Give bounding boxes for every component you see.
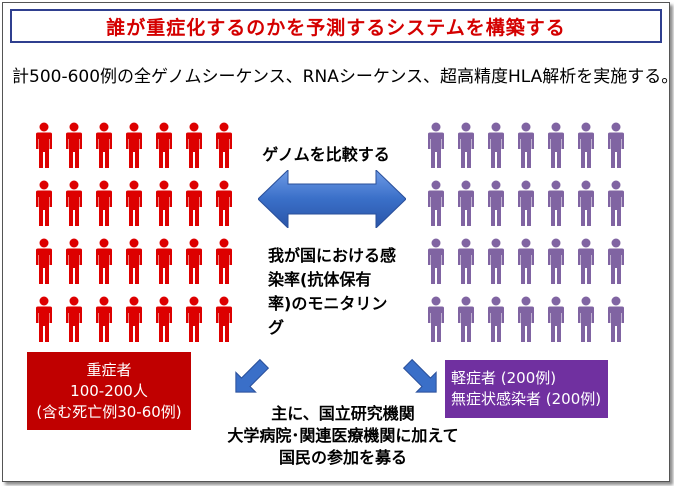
- person-icon: [126, 238, 142, 284]
- person-icon: [126, 122, 142, 168]
- recruitment-label: 主に、国立研究機関 大学病院･関連医療機関に加えて 国民の参加を募る: [198, 403, 488, 469]
- person-icon: [66, 122, 82, 168]
- subtitle: 計500-600例の全ゲノムシーケンス、RNAシーケンス、超高精度HLA解析を実…: [12, 67, 674, 87]
- severe-line: 重症者: [86, 360, 132, 379]
- person-icon: [548, 180, 564, 226]
- person-icon: [578, 238, 594, 284]
- mild-line: 軽症者 (200例): [451, 369, 557, 387]
- person-icon: [126, 296, 142, 342]
- person-icon: [156, 180, 172, 226]
- monitoring-line: 我が国における感: [268, 246, 397, 265]
- recruit-line: 主に、国立研究機関: [271, 404, 415, 423]
- person-icon: [36, 296, 52, 342]
- mild-patients-box: 軽症者 (200例) 無症状感染者 (200例): [445, 360, 608, 418]
- severe-person-icons: [36, 122, 232, 342]
- monitoring-line: 率)のモニタリング: [268, 294, 388, 337]
- person-icon: [518, 180, 534, 226]
- compare-genome-label: ゲノムを比較する: [262, 145, 390, 164]
- person-icon: [216, 122, 232, 168]
- recruit-line: 国民の参加を募る: [278, 448, 407, 467]
- severe-line: 100-200人: [70, 381, 148, 400]
- person-icon: [548, 238, 564, 284]
- person-icon: [488, 296, 504, 342]
- person-icon: [578, 122, 594, 168]
- person-icon: [458, 122, 474, 168]
- title-box: 誰が重症化するのかを予測するシステムを構築する: [10, 9, 662, 43]
- recruit-line: 大学病院･関連医療機関に加えて: [227, 426, 459, 445]
- person-icon: [216, 238, 232, 284]
- person-icon: [66, 296, 82, 342]
- person-icon: [186, 238, 202, 284]
- person-icon: [96, 296, 112, 342]
- person-icon: [216, 296, 232, 342]
- person-icon: [518, 238, 534, 284]
- person-icon: [186, 122, 202, 168]
- person-icon: [156, 238, 172, 284]
- person-icon: [216, 180, 232, 226]
- person-icon: [608, 122, 624, 168]
- severe-line: (含む死亡例30-60例): [36, 402, 182, 421]
- mild-patients-group: [422, 120, 642, 350]
- person-icon: [186, 296, 202, 342]
- person-icon: [578, 180, 594, 226]
- person-icon: [156, 122, 172, 168]
- person-icon: [428, 180, 444, 226]
- arrow-up-right-icon: [394, 350, 450, 410]
- person-icon: [156, 296, 172, 342]
- monitoring-label: 我が国における感 染率(抗体保有 率)のモニタリング: [268, 244, 398, 340]
- severe-patients-box: 重症者 100-200人 (含む死亡例30-60例): [27, 352, 191, 430]
- person-icon: [96, 238, 112, 284]
- person-icon: [608, 296, 624, 342]
- person-icon: [578, 296, 594, 342]
- person-icon: [36, 180, 52, 226]
- person-icon: [66, 180, 82, 226]
- severe-patients-group: [30, 120, 250, 350]
- person-icon: [488, 238, 504, 284]
- double-arrow-icon: [257, 168, 407, 232]
- person-icon: [548, 122, 564, 168]
- person-icon: [428, 238, 444, 284]
- person-icon: [488, 180, 504, 226]
- person-icon: [518, 296, 534, 342]
- person-icon: [96, 180, 112, 226]
- arrow-up-left-icon: [222, 350, 278, 410]
- mild-line: 無症状感染者 (200例): [451, 390, 602, 408]
- person-icon: [96, 122, 112, 168]
- person-icon: [428, 122, 444, 168]
- person-icon: [608, 238, 624, 284]
- person-icon: [518, 122, 534, 168]
- person-icon: [608, 180, 624, 226]
- person-icon: [428, 296, 444, 342]
- person-icon: [36, 238, 52, 284]
- person-icon: [186, 180, 202, 226]
- person-icon: [548, 296, 564, 342]
- person-icon: [126, 180, 142, 226]
- person-icon: [66, 238, 82, 284]
- title-text: 誰が重症化するのかを予測するシステムを構築する: [106, 16, 566, 39]
- mild-person-icons: [428, 122, 624, 342]
- person-icon: [458, 238, 474, 284]
- person-icon: [36, 122, 52, 168]
- monitoring-line: 染率(抗体保有: [268, 270, 372, 289]
- person-icon: [458, 180, 474, 226]
- person-icon: [458, 296, 474, 342]
- person-icon: [488, 122, 504, 168]
